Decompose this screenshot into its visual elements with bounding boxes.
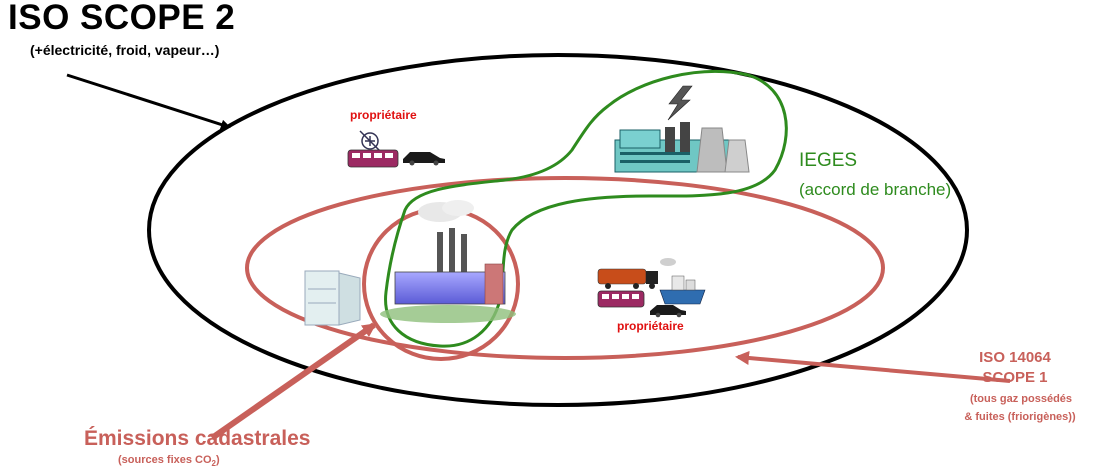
power-plant-icon xyxy=(614,122,750,173)
iso14064-line3: (tous gaz possédés xyxy=(969,393,1073,405)
scope2-ellipse xyxy=(147,53,969,407)
diagram-subtitle: (+électricité, froid, vapeur…) xyxy=(30,42,220,58)
iso14064-line1: ISO 14064 xyxy=(979,349,1051,366)
refrigerator-icon xyxy=(304,270,361,326)
iso14064-arrow xyxy=(735,350,1011,383)
diagram-title: ISO SCOPE 2 xyxy=(8,0,236,37)
iso14064-line2: SCOPE 1 xyxy=(982,369,1048,386)
truck-icon xyxy=(597,268,658,289)
label-owner-bottom: propriétaire xyxy=(617,319,684,333)
label-owner-top: propriétaire xyxy=(350,108,417,122)
train-icon xyxy=(347,149,399,168)
scope1-ellipse xyxy=(245,176,885,360)
ieges-name: IEGES xyxy=(799,150,858,171)
scope2-arrow xyxy=(66,73,231,130)
lightning-icon xyxy=(667,85,693,121)
electric-plug-icon xyxy=(359,130,381,152)
train-icon xyxy=(597,290,645,308)
car-icon xyxy=(650,305,686,318)
iso14064-line4: & fuites (friorigènes)) xyxy=(964,411,1076,423)
car-icon xyxy=(403,152,445,166)
cadastral-detail: (sources fixes CO2) xyxy=(118,454,220,469)
ieges-detail: (accord de branche) xyxy=(799,180,952,199)
factory-icon xyxy=(380,200,516,323)
ship-icon xyxy=(659,258,706,305)
cadastral-title: Émissions cadastrales xyxy=(84,427,311,450)
cadastral-arrow xyxy=(210,322,377,441)
